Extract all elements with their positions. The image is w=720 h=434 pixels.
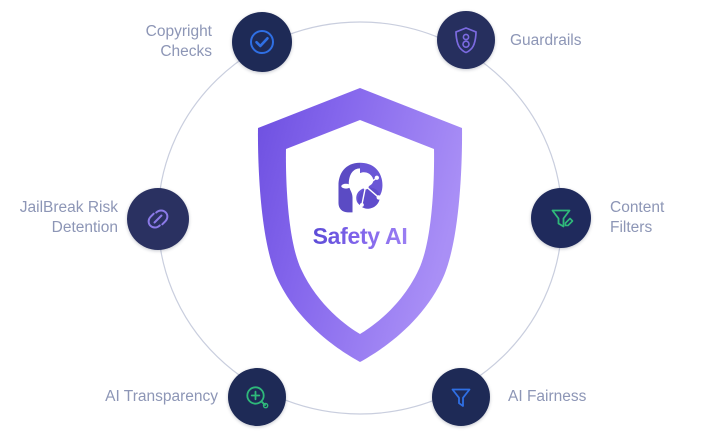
node-ai-transparency[interactable] bbox=[228, 368, 286, 426]
label-copyright-checks: Copyright Checks bbox=[145, 23, 212, 60]
label-ai-fairness: AI Fairness bbox=[508, 388, 587, 405]
chain-link-icon bbox=[147, 209, 169, 229]
check-circle-icon bbox=[250, 30, 274, 54]
ai-helmet-head-icon bbox=[338, 162, 383, 213]
node-copyright-checks[interactable] bbox=[232, 12, 292, 72]
label-ai-transparency: AI Transparency bbox=[105, 388, 218, 405]
funnel-icon bbox=[451, 388, 471, 407]
shield-inner bbox=[285, 120, 435, 334]
node-content-filters[interactable] bbox=[531, 188, 591, 248]
node-jailbreak-risk-detention[interactable] bbox=[127, 188, 189, 250]
shield-icon bbox=[257, 88, 463, 362]
label-content-filters: Content Filters bbox=[610, 199, 665, 236]
node-guardrails[interactable] bbox=[437, 11, 495, 69]
label-jailbreak-risk-detention: JailBreak Risk Detention bbox=[19, 199, 118, 236]
center-shield bbox=[250, 84, 470, 366]
brand-name: Safety AI bbox=[312, 223, 408, 249]
zoom-in-icon bbox=[246, 386, 269, 409]
filter-edit-icon bbox=[551, 209, 574, 228]
label-guardrails: Guardrails bbox=[510, 32, 582, 49]
brand-lockup: Safety AI bbox=[250, 160, 470, 250]
shield-person-icon bbox=[455, 27, 477, 54]
node-ai-fairness[interactable] bbox=[432, 368, 490, 426]
